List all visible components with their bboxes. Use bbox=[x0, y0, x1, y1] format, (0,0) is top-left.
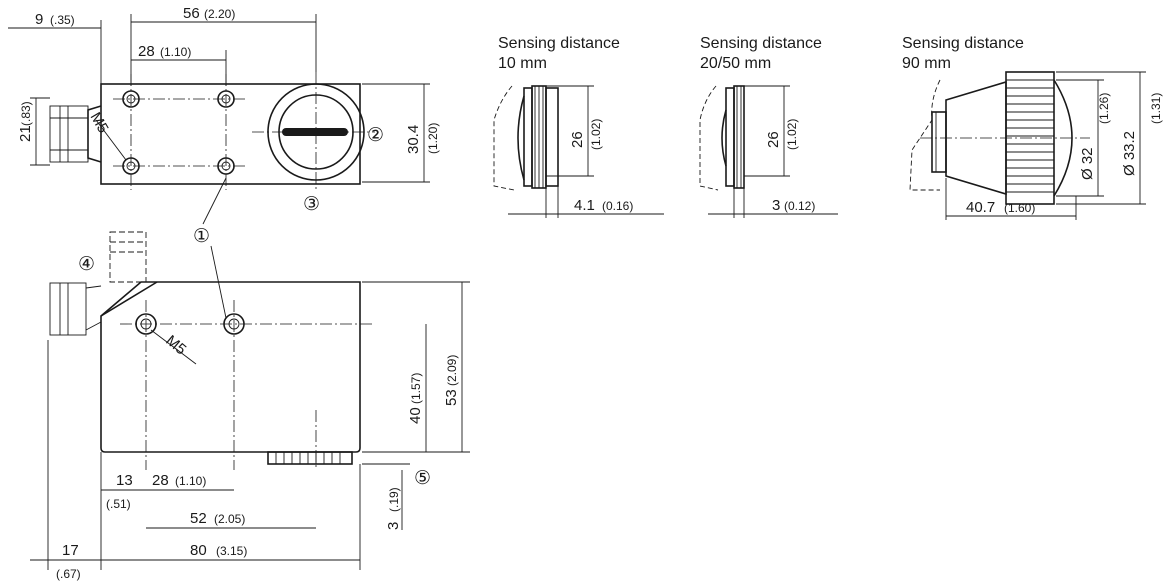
front-view: M5 40 (1.57) 53 (2.09) 3 (.19) bbox=[30, 177, 470, 581]
side-view: M5 56 (2.20) 9 (.35) 28 (1.10) 21 (.83) bbox=[8, 5, 440, 215]
front-w52-in: (2.05) bbox=[214, 512, 245, 526]
front-w80: 80 bbox=[190, 542, 207, 559]
front-holes bbox=[120, 300, 372, 470]
side-housing bbox=[100, 83, 361, 185]
lens3-dia-in: (1.26) bbox=[1097, 93, 1111, 124]
lens3-dia2: Ø 33.2 bbox=[1121, 131, 1138, 176]
front-w17: 17 bbox=[62, 542, 79, 559]
lens2-dia-in: (1.02) bbox=[785, 119, 799, 150]
side-w28-in: (1.10) bbox=[160, 45, 191, 59]
front-w28: 28 bbox=[152, 472, 169, 489]
lens3-len-in: (1.60) bbox=[1004, 201, 1035, 215]
side-holes bbox=[113, 74, 245, 190]
lens-variant-20-50mm: Sensing distance 20/50 mm 26 (1.02) 3 (0… bbox=[699, 35, 838, 218]
side-h30: 30.4 bbox=[405, 125, 422, 154]
lens3-dia2-in: (1.31) bbox=[1149, 93, 1163, 124]
callout-1: ① bbox=[193, 226, 210, 247]
lens2-label-line2: 20/50 mm bbox=[700, 55, 771, 72]
lens-variant-10mm: Sensing distance 10 mm 26 (1.02) 4.1 (0.… bbox=[493, 35, 664, 218]
side-w56-in: (2.20) bbox=[204, 7, 235, 21]
front-w52: 52 bbox=[190, 510, 207, 527]
side-h30-in: (1.20) bbox=[426, 123, 440, 154]
front-h3-in: (.19) bbox=[387, 487, 401, 512]
lens1-dia: 26 bbox=[569, 131, 586, 148]
lens1-label-line1: Sensing distance bbox=[498, 35, 620, 52]
lens1-label-line2: 10 mm bbox=[498, 55, 547, 72]
front-lens-strip bbox=[267, 451, 353, 465]
lens2-len: 3 bbox=[772, 197, 780, 214]
front-h53-in: (2.09) bbox=[445, 355, 459, 386]
side-w56: 56 bbox=[183, 5, 200, 22]
lens1-len: 4.1 bbox=[574, 197, 595, 214]
lens2-label-line1: Sensing distance bbox=[700, 35, 822, 52]
side-w9-in: (.35) bbox=[50, 13, 75, 27]
knurl-lines bbox=[1006, 79, 1054, 193]
front-h40-in: (1.57) bbox=[409, 373, 423, 404]
side-h21: 21 bbox=[17, 125, 34, 142]
front-w13: 13 bbox=[116, 472, 133, 489]
front-w28-in: (1.10) bbox=[175, 474, 206, 488]
lens3-label-line1: Sensing distance bbox=[902, 35, 1024, 52]
side-w28: 28 bbox=[138, 43, 155, 60]
lens2-dia: 26 bbox=[765, 131, 782, 148]
side-h21-in: (.83) bbox=[19, 101, 33, 126]
front-connector bbox=[49, 231, 147, 336]
side-thread-label: M5 bbox=[87, 110, 112, 137]
callout-4: ④ bbox=[78, 254, 95, 275]
callout-5: ⑤ bbox=[414, 468, 431, 489]
lens2-len-in: (0.12) bbox=[784, 199, 815, 213]
front-w13-in: (.51) bbox=[106, 497, 131, 511]
front-housing bbox=[100, 281, 361, 453]
callout-2: ② bbox=[367, 125, 384, 146]
side-lens bbox=[252, 72, 375, 192]
lens1-len-in: (0.16) bbox=[602, 199, 633, 213]
front-thread-label: M5 bbox=[162, 332, 189, 358]
front-w80-in: (3.15) bbox=[216, 544, 247, 558]
lens3-len: 40.7 bbox=[966, 199, 995, 216]
lens3-dia: Ø 32 bbox=[1079, 147, 1096, 180]
front-w17-in: (.67) bbox=[56, 567, 81, 581]
lens-variant-90mm: Sensing distance 90 mm bbox=[902, 35, 1163, 220]
side-w9: 9 bbox=[35, 11, 43, 28]
callout-3: ③ bbox=[303, 194, 320, 215]
lens3-label-line2: 90 mm bbox=[902, 55, 951, 72]
front-h3: 3 bbox=[385, 522, 402, 530]
front-h40: 40 bbox=[407, 407, 424, 424]
front-h53: 53 bbox=[443, 389, 460, 406]
lens1-dia-in: (1.02) bbox=[589, 119, 603, 150]
